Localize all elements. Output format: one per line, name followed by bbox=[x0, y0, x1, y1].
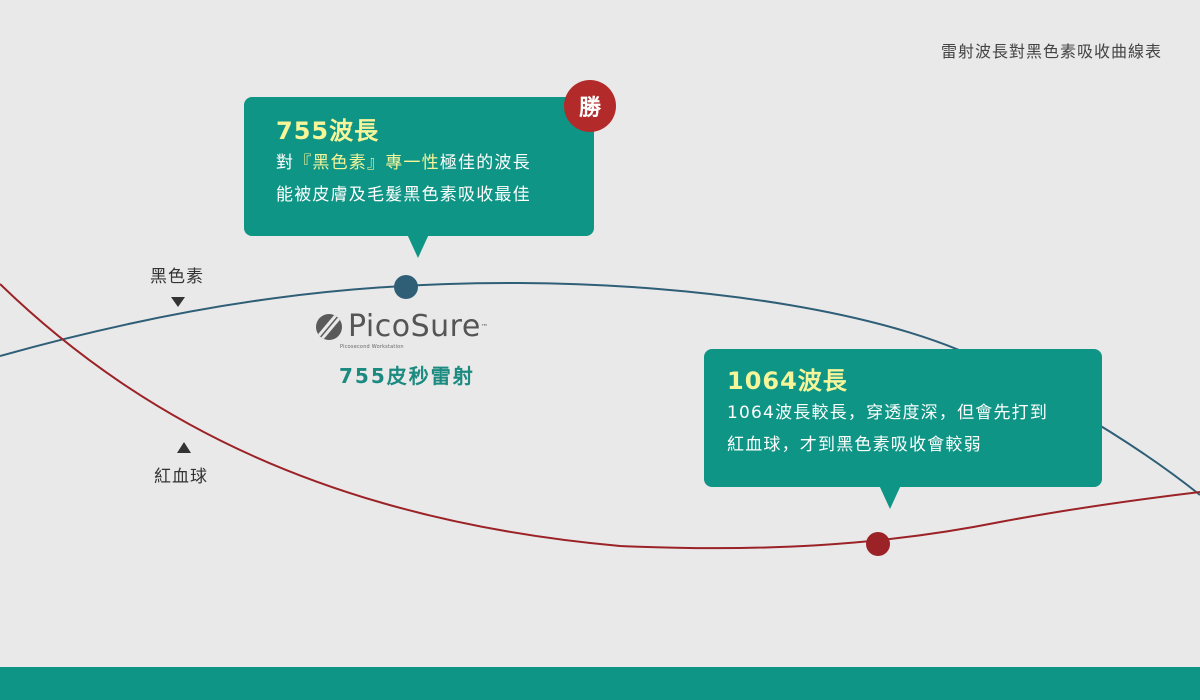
logo-tm: ™ bbox=[480, 323, 488, 331]
callout-1064-line1: 1064波長較長，穿透度深，但會先打到 bbox=[727, 403, 1049, 423]
arrow-up-icon bbox=[177, 442, 191, 453]
callout-755-title: 755波長 bbox=[276, 117, 380, 145]
line1-highlight: 『黑色素』專一性 bbox=[294, 153, 440, 173]
marker-755 bbox=[394, 275, 418, 299]
blood-curve bbox=[0, 283, 1200, 550]
logo-subtitle: Picosecond Workstation bbox=[340, 344, 404, 350]
blood-label: 紅血球 bbox=[154, 467, 208, 487]
marker-1064 bbox=[866, 532, 890, 556]
callout-1064-title: 1064波長 bbox=[727, 367, 848, 395]
callout-1064-line2: 紅血球，才到黑色素吸收會較弱 bbox=[727, 435, 982, 455]
line1-suffix: 極佳的波長 bbox=[439, 153, 531, 173]
win-badge: 勝 bbox=[564, 80, 616, 132]
line1-prefix: 對 bbox=[276, 153, 295, 173]
callout-755-line1: 對『黑色素』專一性極佳的波長 bbox=[276, 147, 594, 179]
logo-word: PicoSure bbox=[348, 309, 481, 344]
picosure-logo-icon bbox=[316, 314, 342, 340]
callout-755-line2: 能被皮膚及毛髮黑色素吸收最佳 bbox=[276, 185, 531, 205]
diagram-title: 雷射波長對黑色素吸收曲線表 bbox=[940, 42, 1162, 61]
footer-bar bbox=[0, 667, 1200, 700]
callout-1064: 1064波長 1064波長較長，穿透度深，但會先打到 紅血球，才到黑色素吸收會較… bbox=[704, 349, 1102, 509]
melanin-label: 黑色素 bbox=[150, 267, 204, 287]
arrow-down-icon bbox=[171, 297, 185, 307]
laser-name: 755皮秒雷射 bbox=[339, 364, 475, 388]
callout-755: 755波長 對『黑色素』專一性極佳的波長 能被皮膚及毛髮黑色素吸收最佳 bbox=[244, 97, 594, 258]
